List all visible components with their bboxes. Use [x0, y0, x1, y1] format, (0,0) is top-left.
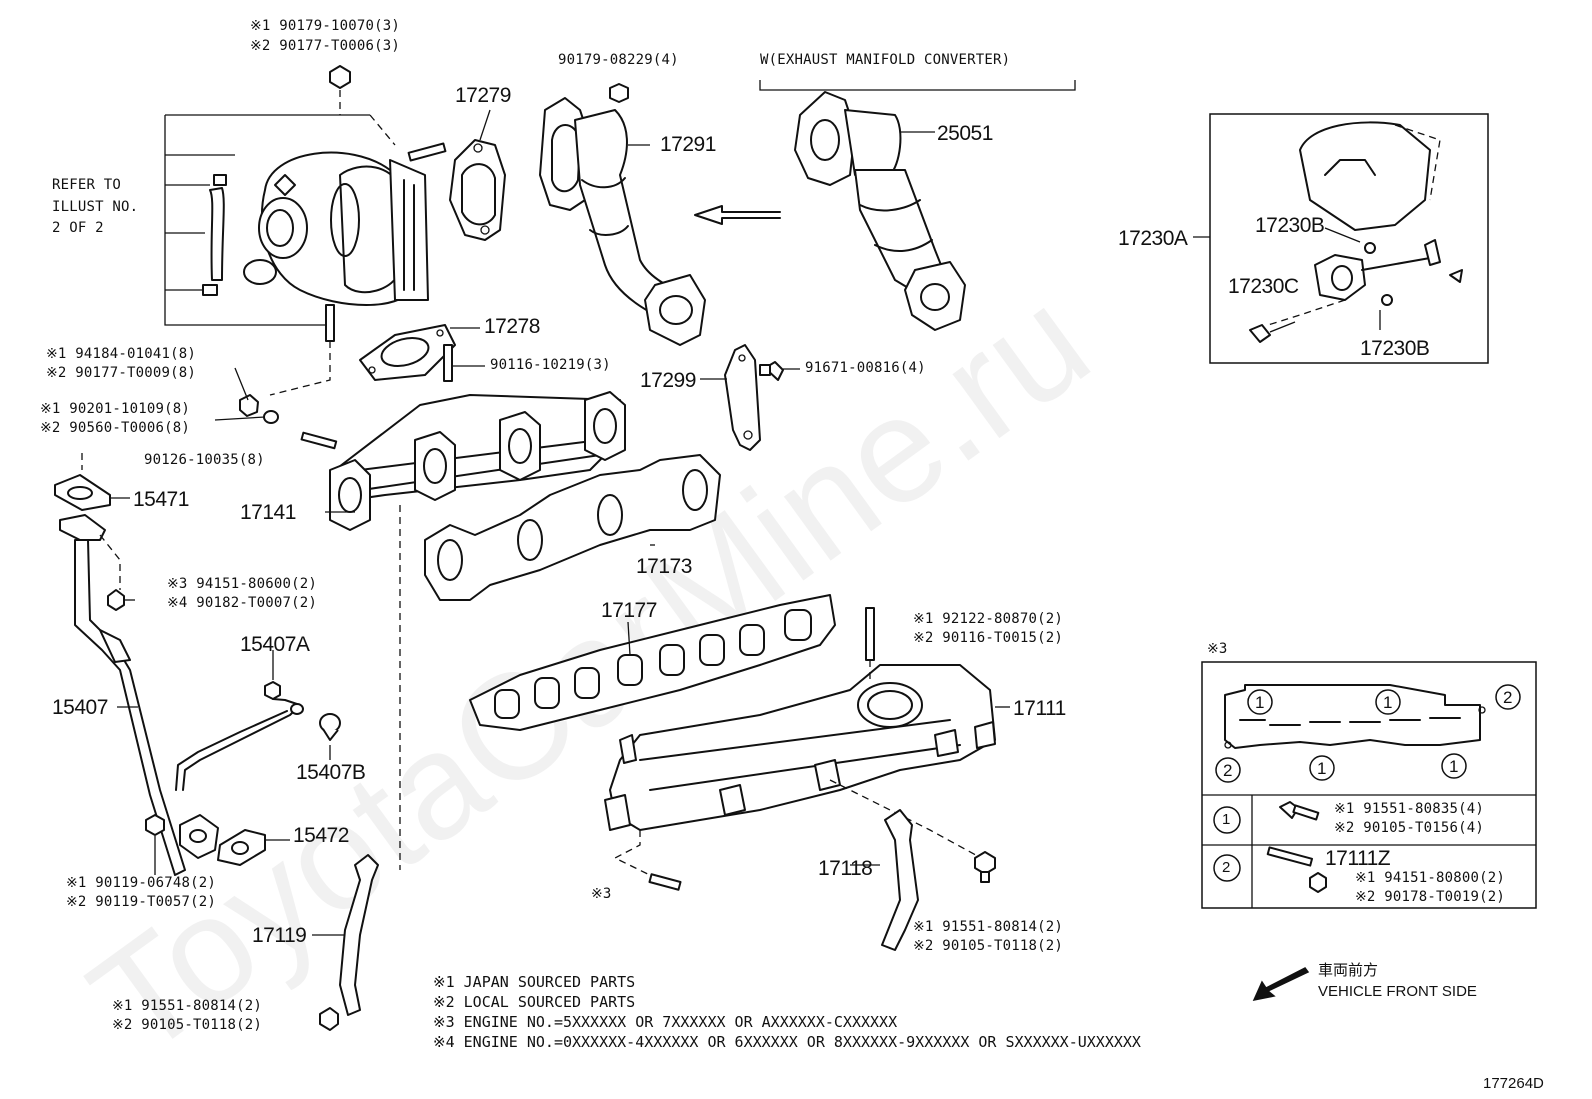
refer-note-line-1: REFER TO: [52, 177, 122, 193]
union-15407A-drawing: [175, 650, 304, 791]
vehicle-front-en: VEHICLE FRONT SIDE: [1318, 983, 1477, 1000]
converter-25051-drawing: [759, 80, 1076, 331]
part-17111Z: 17111Z: [1325, 847, 1391, 870]
bracket-17299-drawing: [700, 344, 800, 451]
part-17230B-top: 17230B: [1255, 214, 1325, 237]
svg-text:1: 1: [1317, 759, 1326, 778]
note-2: ※2 LOCAL SOURCED PARTS: [433, 993, 636, 1011]
nut-80600-callout-1: ※3 94151-80600(2): [167, 576, 317, 592]
part-15472: 15472: [293, 824, 349, 847]
nut-01041-callout-1: ※1 94184-01041(8): [46, 346, 196, 362]
part-17141: 17141: [240, 501, 296, 524]
bolt-80814-right-callout-1: ※1 91551-80814(2): [913, 919, 1063, 935]
nut-01041-callout-2: ※2 90177-T0009(8): [46, 365, 196, 381]
pipe-17118-drawing: [850, 809, 996, 951]
part-15407A: 15407A: [240, 633, 310, 656]
note3-marker: ※3: [591, 886, 612, 902]
part-17291: 17291: [660, 133, 716, 156]
svg-text:2: 2: [1223, 761, 1232, 780]
inset-row2-part-1: ※1 94151-80800(2): [1355, 870, 1505, 886]
gasket-15472-drawing: [217, 829, 290, 866]
inset-engine-note3-drawing: 1 1 2 2 1 1: [1201, 661, 1537, 909]
gasket-17173-drawing: [424, 454, 721, 601]
stud-80870-callout-2: ※2 90116-T0015(2): [913, 630, 1063, 646]
diagram-id: 177264D: [1483, 1075, 1544, 1092]
part-15407B: 15407B: [296, 761, 366, 784]
nut-08229-callout: 90179-08229(4): [558, 52, 679, 68]
stud-10035-callout: 90126-10035(8): [144, 452, 265, 468]
turbocharger-drawing: [164, 65, 447, 424]
part-17111: 17111: [1013, 697, 1066, 720]
inset-row2-marker: [1213, 854, 1241, 882]
stud-80870-callout-1: ※1 92122-80870(2): [913, 611, 1063, 627]
refer-note-line-3: 2 OF 2: [52, 220, 104, 236]
part-25051: 25051: [937, 122, 993, 145]
exhaust-manifold-17141-drawing: [300, 391, 626, 531]
part-17118: 17118: [818, 857, 873, 880]
part-17279: 17279: [455, 84, 511, 107]
part-15407: 15407: [52, 696, 108, 719]
inset-wastegate-drawing: [1193, 113, 1489, 364]
bolt-06748-drawing: [145, 814, 165, 875]
nut-80600-callout-2: ※4 90182-T0007(2): [167, 595, 317, 611]
bolt-06748-callout-2: ※2 90119-T0057(2): [66, 894, 216, 910]
turbo-nut-callout-2: ※2 90177-T0006(3): [250, 38, 400, 54]
vehicle-front-jp: 車両前方: [1318, 962, 1379, 979]
bolt-80814-left-callout-1: ※1 91551-80814(2): [112, 998, 262, 1014]
turbo-nut-callout-1: ※1 90179-10070(3): [250, 18, 400, 34]
part-17299: 17299: [640, 369, 696, 392]
svg-text:1: 1: [1383, 693, 1392, 712]
part-17230C: 17230C: [1228, 275, 1299, 298]
inset-row1-part-2: ※2 90105-T0156(4): [1334, 820, 1484, 836]
svg-text:1: 1: [1449, 757, 1458, 776]
gasket-17278-drawing: [359, 324, 485, 382]
bolt-00816-callout: 91671-00816(4): [805, 360, 926, 376]
part-17177: 17177: [601, 599, 657, 622]
part-17119: 17119: [252, 924, 307, 947]
svg-text:1: 1: [1255, 693, 1264, 712]
part-17230A: 17230A: [1118, 227, 1188, 250]
svg-text:2: 2: [1503, 688, 1512, 707]
gasket-17279-drawing: [449, 109, 506, 241]
bolt-80814-left-callout-2: ※2 90105-T0118(2): [112, 1017, 262, 1033]
inset-row1-marker: [1213, 806, 1241, 834]
oil-pipe-15407-drawing: [54, 453, 219, 876]
stud-10219-callout: 90116-10219(3): [490, 357, 611, 373]
inset-row2-number: 2: [1222, 859, 1231, 876]
exhaust-pipe-17291-drawing: [539, 83, 706, 346]
part-15471: 15471: [133, 488, 189, 511]
intake-manifold-17111-drawing: [604, 607, 1010, 861]
note-3: ※3 ENGINE NO.=5XXXXXX OR 7XXXXXX OR AXXX…: [433, 1013, 898, 1031]
washer-10109-callout-1: ※1 90201-10109(8): [40, 401, 190, 417]
gasket-17177-drawing: [469, 594, 836, 731]
inset-row1-part-1: ※1 91551-80835(4): [1334, 801, 1484, 817]
pipe-17119-drawing: [312, 505, 401, 1031]
washer-10109-callout-2: ※2 90560-T0006(8): [40, 420, 190, 436]
converter-bracket-label: W(EXHAUST MANIFOLD CONVERTER): [760, 52, 1011, 68]
flow-arrow-icon: [694, 205, 781, 225]
inset-row1-number: 1: [1222, 811, 1231, 828]
bolt-80814-right-callout-2: ※2 90105-T0118(2): [913, 938, 1063, 954]
refer-note-line-2: ILLUST NO.: [52, 199, 139, 215]
vehicle-front-arrow-icon: [1252, 967, 1310, 1002]
inset-row2-part-2: ※2 90178-T0019(2): [1355, 889, 1505, 905]
part-17278: 17278: [484, 315, 540, 338]
note-4: ※4 ENGINE NO.=0XXXXXX-4XXXXXX OR 6XXXXXX…: [433, 1033, 1141, 1051]
hose-15407B-drawing: [319, 713, 341, 760]
inset-note3-label: ※3: [1207, 641, 1228, 657]
part-17230B-bottom: 17230B: [1360, 337, 1430, 360]
part-17173: 17173: [636, 555, 692, 578]
note-1: ※1 JAPAN SOURCED PARTS: [433, 973, 636, 991]
stud-note3-drawing: [613, 830, 682, 891]
bolt-06748-callout-1: ※1 90119-06748(2): [66, 875, 216, 891]
